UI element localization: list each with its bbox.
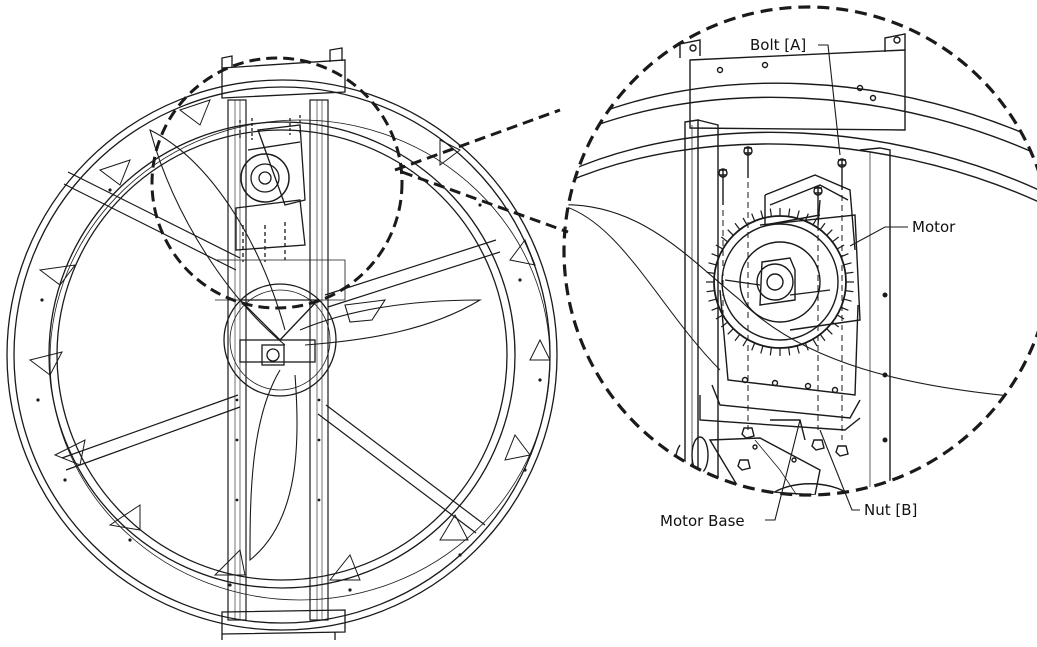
motor-fin (812, 338, 818, 347)
motor-fin (715, 314, 724, 320)
motor-fin (804, 342, 809, 351)
motor-fin (796, 210, 800, 219)
motor-fin (760, 345, 764, 354)
motor-fin (720, 236, 728, 243)
detail-circle (562, 5, 1037, 497)
fan-housing-ring (6, 79, 558, 631)
enlarged-detail (562, 5, 1037, 497)
motor-fin (742, 217, 748, 226)
callout-nut-b: Nut [B] (864, 501, 917, 519)
motor-fin (836, 244, 845, 250)
bolt-insert-lines (722, 182, 843, 440)
callout-bolt-a: Bolt [A] (750, 36, 806, 54)
fan-overview (6, 47, 558, 640)
fan-blades (149, 128, 482, 562)
motor-fin (832, 321, 840, 328)
motor-fin (769, 347, 772, 356)
motor-fin (742, 338, 748, 347)
motor-fins (706, 208, 854, 356)
motor-fin (708, 298, 717, 302)
callout-leaders (765, 44, 908, 521)
motor-fin (804, 213, 809, 222)
motor-fin (845, 290, 854, 293)
motor-fin (845, 271, 854, 274)
motor-fin (727, 328, 734, 335)
diagonal-struts (61, 171, 501, 534)
motor-small (235, 115, 306, 262)
motor-body (713, 174, 861, 349)
motor-fin (843, 298, 852, 302)
motor-fin (760, 210, 764, 219)
motor-fin (843, 262, 852, 266)
motor-fin (706, 271, 715, 274)
motor-fin (819, 222, 826, 230)
rivets (36, 188, 542, 592)
motor-fin (832, 236, 840, 243)
motor-fin (812, 217, 818, 226)
bolts-a (718, 146, 847, 220)
motor-fin (706, 290, 715, 293)
motor-fin (796, 345, 800, 354)
motor-fin (788, 347, 791, 356)
motor-fin (734, 222, 741, 230)
motor-fin (826, 328, 833, 335)
detail-connector-lines (394, 108, 569, 234)
motor-fin (708, 262, 717, 266)
detail-highlight-circle (150, 56, 404, 310)
motor-fin (826, 229, 833, 236)
callout-motor: Motor (912, 218, 956, 236)
callout-motor-base: Motor Base (660, 512, 745, 530)
motor-fin (788, 208, 791, 217)
motor-fin (836, 314, 845, 320)
motor-fin (751, 213, 756, 222)
motor-fin (715, 244, 724, 250)
motor-fin (819, 334, 826, 342)
vertical-channels (227, 99, 329, 621)
motor-fin (734, 334, 741, 342)
fan-hub (215, 259, 346, 397)
motor-fin (711, 253, 720, 258)
motor-fin (727, 229, 734, 236)
mounting-plates (221, 47, 346, 640)
motor-fin (769, 208, 772, 217)
motor-fin (751, 342, 756, 351)
motor-fin (720, 321, 728, 328)
ring-gussets (28, 99, 551, 581)
nuts-b (737, 427, 849, 471)
motor-fin (711, 306, 720, 311)
